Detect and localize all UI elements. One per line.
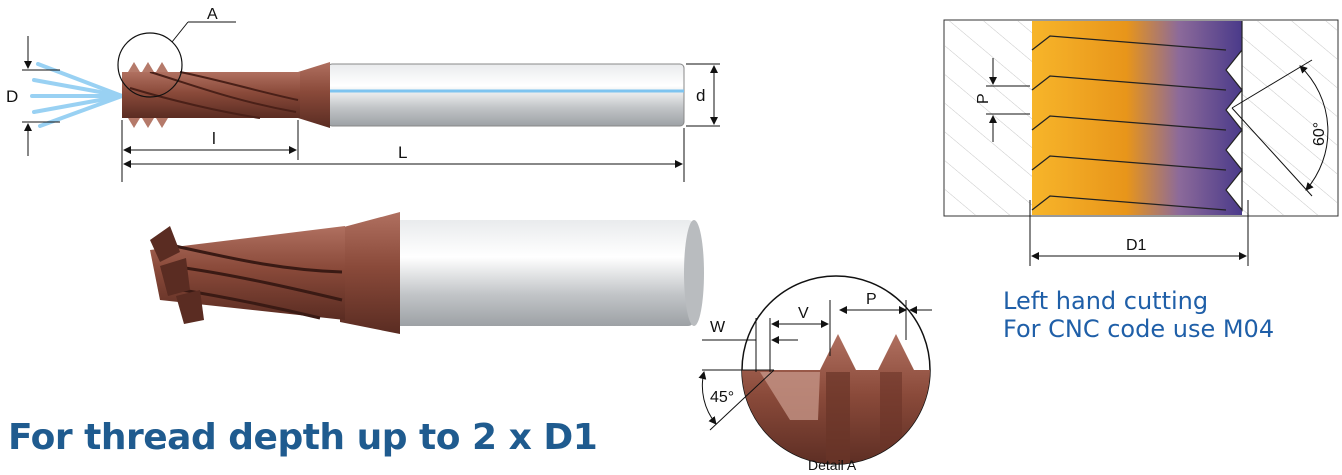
detail-w-label: W bbox=[710, 319, 726, 336]
dimension-l-label: l bbox=[212, 129, 216, 148]
dimension-shank-d-label: d bbox=[696, 86, 705, 105]
coolant-jets bbox=[30, 62, 124, 128]
tool-flutes bbox=[129, 71, 299, 119]
detail-angle-label: 45° bbox=[710, 389, 734, 406]
dimension-overall-length-label: L bbox=[398, 143, 407, 162]
tool-neck bbox=[298, 62, 330, 128]
detail-a: W V P 45° Detail A bbox=[698, 275, 932, 473]
detail-p-label: P bbox=[866, 291, 877, 308]
note-left-hand: Left hand cutting bbox=[1003, 287, 1209, 315]
thread-diameter-label: D1 bbox=[1126, 237, 1147, 254]
note-cnc-code: For CNC code use M04 bbox=[1003, 315, 1275, 343]
thread-section: P 60° D1 bbox=[943, 19, 1339, 266]
tool-photo bbox=[150, 212, 704, 334]
thread-pitch-label: P bbox=[975, 93, 992, 104]
thread-cut-area bbox=[1032, 21, 1242, 215]
detail-callout-label: A bbox=[207, 6, 218, 23]
detail-caption: Detail A bbox=[808, 457, 857, 473]
tool-shank bbox=[327, 63, 685, 127]
headline: For thread depth up to 2 x D1 bbox=[8, 417, 598, 458]
detail-v-label: V bbox=[798, 305, 809, 322]
tool-drawing: A D d l L bbox=[6, 6, 720, 182]
dimension-d-label: D bbox=[6, 87, 18, 106]
thread-angle-label: 60° bbox=[1311, 122, 1328, 146]
note-block: Left hand cutting For CNC code use M04 bbox=[1003, 287, 1274, 343]
detail-a-callout-circle bbox=[117, 32, 183, 98]
tool-teeth bbox=[128, 62, 168, 128]
